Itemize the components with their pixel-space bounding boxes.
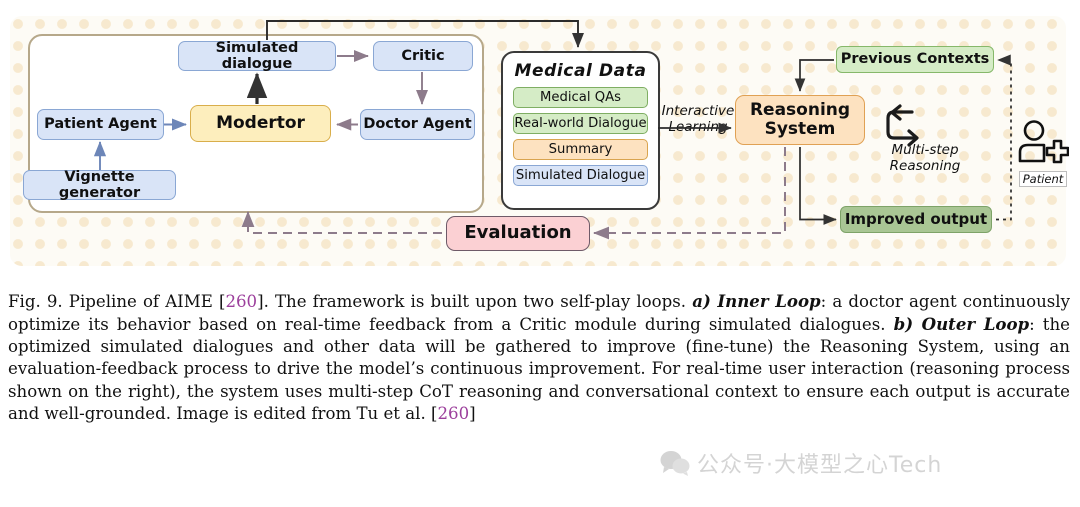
edge-evaluation-to-inner-loop [241,211,442,234]
watermark-text: 公众号·大模型之心Tech [697,453,943,478]
edge-label-interactive-learning: Interactive Learning [650,103,746,136]
caption-bold-inner-loop: a) Inner Loop [692,291,821,311]
medical-data-chip-summary: Summary [513,139,648,160]
caption-suffix: ] [469,403,476,423]
wechat-icon [660,451,690,476]
node-reasoning-system[interactable]: Reasoning System [735,95,865,145]
interactive-learning-line1: Interactive [661,103,735,119]
reasoning-system-line2: System [764,119,836,139]
medical-data-container: Medical Data Medical QAs Real-world Dial… [501,51,660,210]
caption-reference-1[interactable]: 260 [225,292,258,311]
figure-panel: Medical Data Medical QAs Real-world Dial… [10,16,1070,266]
node-simulated-dialogue[interactable]: Simulated dialogue [178,40,336,72]
caption-reference-2[interactable]: 260 [437,403,470,423]
caption-prefix: Fig. 9. Pipeline of AIME [ [8,292,226,311]
medical-data-chip-medical-qas: Medical QAs [513,87,648,108]
caption-bold-outer-loop: b) Outer Loop [893,314,1030,335]
caption-part-1: ]. The framework is built upon two self-… [257,292,693,311]
patient-label: Patient [1018,171,1068,187]
medical-data-title: Medical Data [514,61,647,81]
node-patient-agent[interactable]: Patient Agent [37,109,164,140]
multi-step-loop-icon [886,104,919,147]
edge-reasoning-system-to-improved-output [799,147,837,225]
node-previous-contexts[interactable]: Previous Contexts [836,46,994,73]
multi-step-line2: Reasoning [889,157,961,174]
node-improved-output[interactable]: Improved output [840,206,992,233]
patient-figure: Patient [1015,120,1071,190]
patient-person-cross-icon [1018,120,1070,164]
edge-label-multi-step-reasoning: Multi-step Reasoning [870,142,980,175]
node-evaluation[interactable]: Evaluation [446,216,590,251]
node-doctor-agent[interactable]: Doctor Agent [360,109,475,140]
edge-previous-contexts-to-reasoning-system [794,59,834,92]
node-modertor[interactable]: Modertor [190,105,331,142]
node-critic[interactable]: Critic [373,41,473,71]
node-vignette-generator[interactable]: Vignette generator [23,169,176,201]
caption-part-3: : the optimized simulated dialogues and … [8,315,1070,423]
reasoning-system-line1: Reasoning [749,99,851,120]
multi-step-line1: Multi-step [891,142,959,158]
edge-improved-output-to-previous-contexts [996,54,1012,221]
interactive-learning-line2: Learning [668,118,728,135]
watermark: 公众号·大模型之心Tech [660,447,942,479]
caption-part-2: : a doctor agent continuously optimize i… [8,292,1070,335]
medical-data-chip-simulated-dialogue: Simulated Dialogue [513,165,648,186]
figure-caption: Fig. 9. Pipeline of AIME [260]. The fram… [8,290,1070,425]
medical-data-chip-real-world-dialogue: Real-world Dialogue [513,113,648,134]
